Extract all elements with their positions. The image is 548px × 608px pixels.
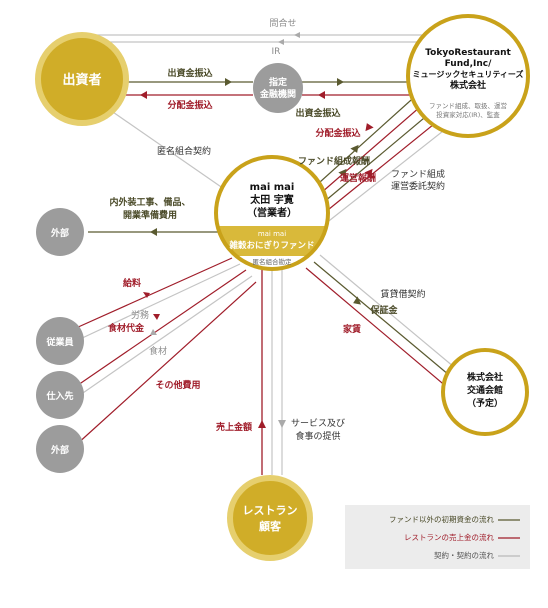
fund-contract-label-line1: ファンド組成 (391, 168, 445, 180)
external-1-label: 外部 (50, 227, 69, 239)
deposit-arrow (353, 296, 362, 305)
fund-center-line-b (305, 99, 429, 207)
ir-arrow (278, 39, 284, 45)
food-cost-label: 食材代金 (107, 322, 145, 334)
construction-label-line1: 内外装工事、備品、 (109, 196, 190, 208)
operation-fee-arrow (364, 168, 373, 177)
customer-label-line2: 顧客 (259, 519, 282, 533)
employee-node: 従業員 (36, 317, 84, 365)
bank-label-line1: 指定 (269, 76, 288, 88)
customer-label-line1: レストラン (243, 504, 298, 517)
operator-note: 匿名組合勘定 (253, 257, 293, 266)
investor-label: 出資者 (62, 72, 101, 88)
supplier-node: 仕入先 (36, 371, 84, 419)
other-costs-label: その他費用 (155, 379, 200, 391)
fund-fee-label: ファンド組成報酬 (298, 155, 370, 167)
food-label: 食材 (149, 345, 167, 357)
fund-operator-node: TokyoRestaurant Fund,Inc/ ミュージックセキュリティーズ… (406, 14, 530, 138)
food-cost-line (77, 269, 247, 386)
fund-label-line1: TokyoRestaurant (425, 48, 511, 58)
fund-note-line1: ファンド組成、取扱、運営 (429, 101, 507, 110)
operation-fee-label: 運営報酬 (340, 172, 376, 184)
rent-line (305, 267, 449, 389)
supplier-label: 仕入先 (45, 390, 73, 402)
lease-contract-label: 賃貸借契約 (380, 288, 425, 300)
distribution-label-1: 分配金振込 (167, 99, 212, 111)
landlord-node: 株式会社 交通会館 （予定） (441, 348, 529, 436)
salary-label: 給料 (123, 277, 141, 289)
deposit-label: 保証金 (369, 304, 398, 316)
distribution-arrow-3 (365, 123, 374, 132)
labor-line (77, 263, 241, 341)
rent-label: 家賃 (343, 323, 361, 335)
inquiry-arrow (294, 32, 300, 38)
legend-contract-flow-label: 契約・契約の流れ (434, 550, 494, 560)
landlord-label-line1: 株式会社 (467, 371, 503, 383)
distribution-label-2: 分配金振込 (315, 127, 360, 139)
investor-node: 出資者 (35, 32, 129, 126)
distribution-arrow-2 (318, 91, 325, 99)
operator-band-line2: 雑穀おにぎりファンド (228, 240, 314, 251)
operator-node: mai mai 太田 宇寛 （営業者） mai mai 雑穀おにぎりファンド 匿… (214, 155, 330, 271)
fund-center-line-d (317, 115, 445, 219)
other-costs-line (75, 281, 257, 446)
external-2-label: 外部 (50, 444, 69, 456)
salary-line (75, 257, 233, 329)
service-label-line2: 食事の提供 (295, 430, 340, 442)
investment-arrow-2 (337, 78, 344, 86)
flow-labels: 問合せ IR 出資金振込 分配金振込 出資金振込 分配金振込 匿名組合契約 ファ… (107, 17, 445, 442)
ir-label: IR (272, 47, 281, 57)
construction-label-line2: 開業準備費用 (123, 209, 177, 221)
lease-contract-line (319, 254, 461, 373)
operator-label-line1: mai mai (250, 182, 295, 193)
legend-sales-flow-label: レストランの売上金の流れ (404, 532, 494, 542)
fund-label-line2: Fund,Inc/ (445, 59, 492, 69)
customer-node: レストラン 顧客 (227, 475, 313, 561)
external-node-1: 外部 (36, 208, 84, 256)
investment-label-2: 出資金振込 (295, 107, 340, 119)
distribution-arrow-1 (140, 91, 147, 99)
sales-arrow (258, 420, 266, 428)
food-arrow (150, 329, 157, 335)
inquiry-label: 問合せ (269, 17, 296, 29)
fund-center-line-c (311, 107, 437, 213)
anonymous-contract-line (109, 109, 241, 201)
legend: ファンド以外の初期資金の流れ レストランの売上金の流れ 契約・契約の流れ (345, 505, 530, 569)
labor-label: 労務 (131, 309, 149, 321)
fund-note-line2: 投資家対応(IR)、監査 (436, 110, 500, 119)
food-line (79, 275, 253, 396)
investment-label-1: 出資金振込 (167, 67, 212, 79)
employee-label: 従業員 (45, 336, 73, 348)
investment-arrow-3 (350, 144, 359, 153)
operator-band-line1: mai mai (258, 230, 286, 238)
landlord-label-line3: （予定） (467, 397, 503, 409)
construction-arrow (150, 228, 157, 236)
service-label-line1: サービス及び (291, 418, 345, 429)
fund-label-line3: ミュージックセキュリティーズ (413, 69, 524, 79)
sales-label: 売上金額 (216, 421, 252, 433)
bank-node: 指定 金融機関 (253, 63, 303, 113)
external-node-2: 外部 (36, 425, 84, 473)
deposit-line (313, 261, 456, 381)
investment-arrow-1 (225, 78, 232, 86)
legend-initial-funds-label: ファンド以外の初期資金の流れ (389, 514, 494, 524)
bank-label-line2: 金融機関 (259, 88, 296, 100)
fund-label-line4: 株式会社 (450, 79, 486, 91)
salary-arrow (143, 292, 150, 298)
legend-box (345, 505, 530, 569)
service-arrow (278, 420, 286, 428)
fund-contract-label-line2: 運営委託契約 (391, 180, 445, 192)
food-cost-arrow (153, 314, 160, 320)
anonymous-contract-label: 匿名組合契約 (157, 145, 211, 157)
landlord-label-line2: 交通会館 (467, 384, 503, 396)
fund-center-line-e (324, 123, 453, 225)
operator-label-line3: （営業者） (247, 206, 297, 219)
fund-fee-arrow (338, 168, 347, 177)
operator-label-line2: 太田 宇寛 (249, 193, 293, 206)
